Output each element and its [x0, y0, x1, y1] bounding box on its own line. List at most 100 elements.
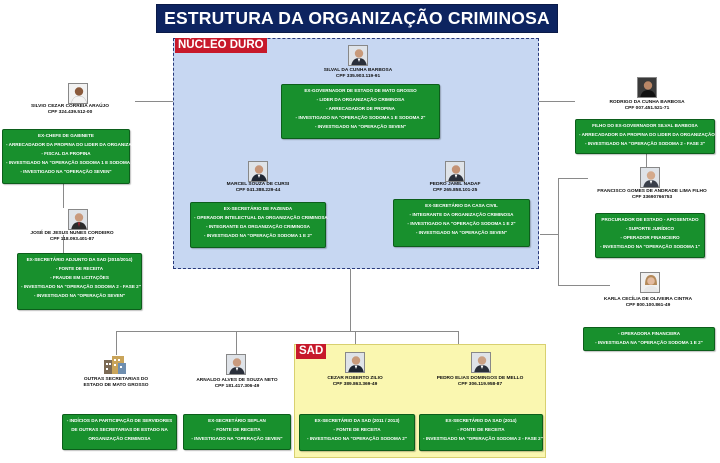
role-line: - INVESTIGADO NA "OPERAÇÃO SODOMA 2 - FA…	[423, 435, 543, 441]
role-line: - LIDER DA ORGANIZAÇÃO CRIMINOSA	[316, 96, 405, 102]
role-line: - INVESTIGADO NA "OPERAÇÃO SODOMA 1 E SO…	[295, 114, 426, 120]
role-line: - INVESTIGADO NA "OPERAÇÃO SEVEN"	[314, 123, 407, 129]
person-cpf: CPF 041.388.229-44	[235, 188, 281, 194]
role-line: - INVESTIGADO NA "OPERAÇÃO SEVEN"	[415, 229, 508, 235]
person-cpf: CPF 265.858.101-25	[432, 188, 478, 194]
person-name: JOSÉ DE JESUS NUNES CORDEIRO	[30, 231, 114, 236]
role-line: - INVESTIGADO NA "OPERAÇÃO SEVEN"	[191, 435, 283, 441]
role-line: - INVESTIGADO NA "OPERAÇÃO SODOMA 1 E 2"	[203, 232, 313, 238]
person-name: SILVIO CEZAR CORREIA ARAÚJO	[31, 104, 109, 109]
role-line: PROCURADOR DE ESTADO - APOSENTADO	[601, 217, 699, 222]
role-line: EX-SECRETÁRIO SEPLAN	[208, 418, 266, 423]
connector	[236, 331, 237, 355]
role-line: EX-SECRETÁRIO DE FAZENDA	[223, 206, 293, 211]
person-photo-icon	[637, 77, 657, 98]
person-name: MARCEL SOUZA DE CURSI	[226, 182, 290, 187]
role-line: - FRAUDE EM LICITAÇÕES	[50, 274, 109, 280]
role-line: - OPERADORA FINANCEIRA	[617, 331, 681, 336]
role-line: EX-SECRETÁRIO DA CASA CIVIL	[425, 203, 498, 208]
role-line: EX-GOVERNADOR DE ESTADO DE MATO GROSSO	[304, 88, 417, 93]
person-name: SILVAL DA CUNHA BARBOSA	[323, 68, 393, 73]
connector	[458, 331, 459, 351]
buildings-icon	[103, 354, 127, 380]
arnaldo-roles-box: EX-SECRETÁRIO SEPLAN - FONTE DE RECEITA …	[183, 414, 291, 450]
person-name: FRANCISCO GOMES DE ANDRADE LIMA FILHO	[597, 189, 707, 194]
marcel-roles-box: EX-SECRETÁRIO DE FAZENDA - OPERADOR INTE…	[190, 202, 328, 248]
connector	[646, 153, 647, 167]
role-line: - INDÍCIOS DA PARTICIPAÇÃO DE SERVIDORES	[66, 418, 173, 423]
person-photo-icon	[640, 167, 660, 188]
role-line: DE OUTRAS SECRETARIAS DE ESTADO NA	[71, 426, 168, 432]
cezar-roles-box: EX-SECRETÁRIO DA SAD (2011 / 2013) - FON…	[299, 414, 415, 451]
rodrigo-roles-box: FILHO DO EX-GOVERNADOR SILVAL BARBOSA - …	[575, 119, 715, 154]
role-line: - INTEGRANTE DA ORGANIZAÇÃO CRIMINOSA	[409, 211, 514, 217]
person-name: PEDRO ELIAS DOMINGOS DE MELLO	[436, 376, 524, 381]
role-line: - INVESTIGADO NA "OPERAÇÃO SODOMA 2"	[307, 435, 407, 441]
connector	[558, 178, 559, 286]
karla-roles-box: - OPERADORA FINANCEIRA - INVESTIGADA NA …	[583, 327, 715, 351]
role-line: - FONTE DE RECEITA	[213, 426, 261, 432]
role-line: - OPERADOR INTELECTUAL DA ORGANIZAÇÃO CR…	[194, 214, 328, 220]
outras-roles-box: - INDÍCIOS DA PARTICIPAÇÃO DE SERVIDORES…	[62, 414, 177, 450]
person-cpf: CPF 324.439.512-00	[47, 110, 93, 116]
entity-subname: ESTADO DE MATO GROSSO	[83, 383, 149, 389]
connector	[116, 331, 117, 355]
connector	[558, 178, 588, 179]
person-cpf: CPF 335.903.119-91	[335, 74, 381, 80]
role-line: - OPERADOR FINANCEIRO	[620, 234, 680, 240]
role-line: ORGANIZAÇÃO CRIMINOSA	[88, 435, 151, 441]
role-line: - ARRECADADOR DA PROPINA DO LIDER DA ORG…	[6, 141, 142, 147]
connector	[355, 331, 356, 351]
person-cpf: CPF 33690766753	[631, 195, 673, 201]
silval-roles-box: EX-GOVERNADOR DE ESTADO DE MATO GROSSO -…	[281, 84, 440, 139]
person-photo-icon	[68, 209, 88, 230]
person-photo-icon	[471, 352, 491, 373]
role-line: - INVESTIGADO NA "OPERAÇÃO SODOMA 1 E SO…	[6, 159, 156, 165]
person-cpf: CPF 007.451.521-71	[624, 106, 670, 112]
role-line: - FISCAL DA PROPINA	[41, 150, 91, 156]
role-line: EX-CHEFE DE GABINETE	[38, 133, 94, 138]
connector	[116, 331, 458, 332]
pedro-elias-roles-box: EX-SECRETÁRIO DA SAD (2014) - FONTE DE R…	[419, 414, 543, 451]
person-cpf: CPF 389.863.369-49	[332, 382, 378, 388]
person-photo-icon	[445, 161, 465, 182]
connector	[558, 285, 610, 286]
jose-roles-box: EX-SECRETÁRIO ADJUNTO DA SAD (2010/2014)…	[17, 253, 142, 310]
person-name: ARNALDO ALVES DE SOUZA NETO	[196, 378, 278, 383]
role-line: FILHO DO EX-GOVERNADOR SILVAL BARBOSA	[592, 123, 698, 128]
silvio-roles-box: EX-CHEFE DE GABINETE - ARRECADADOR DA PR…	[2, 129, 156, 184]
person-cpf: CPF 306.119.958-87	[457, 382, 503, 388]
pedro-nadaf-roles-box: EX-SECRETÁRIO DA CASA CIVIL - INTEGRANTE…	[393, 199, 530, 247]
person-photo-icon	[345, 352, 365, 373]
role-line: - ARRECADADOR DE PROPINA	[326, 105, 395, 111]
role-line: - INVESTIGADA NA "OPERAÇÃO SODOMA 1 E 2"	[595, 339, 703, 345]
role-line: EX-SECRETÁRIO DA SAD (2011 / 2013)	[314, 418, 400, 423]
person-photo-icon	[640, 272, 660, 293]
connector	[63, 183, 64, 208]
role-line: - INVESTIGADO NA "OPERAÇÃO SEVEN"	[33, 292, 126, 298]
person-photo-icon	[348, 45, 368, 66]
francisco-roles-box: PROCURADOR DE ESTADO - APOSENTADO - SUPO…	[595, 213, 705, 258]
person-cpf: CPF 118.093.401-87	[49, 237, 95, 243]
role-line: - FONTE DE RECEITA	[333, 426, 381, 432]
role-line: - INVESTIGADO NA "OPERAÇÃO SODOMA 2 - FA…	[585, 140, 705, 146]
entity-name: OUTRAS SECRETARIAS DO	[83, 377, 149, 382]
role-line: - INVESTIGADO NA "OPERAÇÃO SEVEN"	[20, 168, 112, 174]
role-line: - ARRECADADOR DA PROPINA DO LIDER DA ORG…	[579, 131, 715, 137]
connector	[350, 269, 351, 331]
role-line: - SUPORTE JURÍDICO	[625, 225, 675, 231]
page-title: ESTRUTURA DA ORGANIZAÇÃO CRIMINOSA	[156, 4, 558, 33]
role-line: - FONTE DE RECEITA	[457, 426, 505, 432]
connector	[540, 234, 558, 235]
role-line: EX-SECRETÁRIO DA SAD (2014)	[445, 418, 517, 423]
person-photo-icon	[226, 354, 246, 375]
nucleo-duro-label: NÚCLEO DURO	[175, 38, 267, 53]
person-name: CEZAR ROBERTO ZILIO	[327, 376, 383, 381]
role-line: EX-SECRETÁRIO ADJUNTO DA SAD (2010/2014)	[26, 257, 133, 262]
role-line: - INVESTIGADO NA "OPERAÇÃO SODOMA 1"	[600, 243, 700, 249]
sad-label: SAD	[296, 344, 327, 359]
role-line: - INVESTIGADO NA "OPERAÇÃO SODOMA 1 E 2"	[407, 220, 516, 226]
connector	[63, 235, 64, 253]
role-line: - INTEGRANTE DA ORGANIZAÇÃO CRIMINOSA	[206, 223, 310, 229]
person-name: RODRIGO DA CUNHA BARBOSA	[609, 100, 685, 105]
